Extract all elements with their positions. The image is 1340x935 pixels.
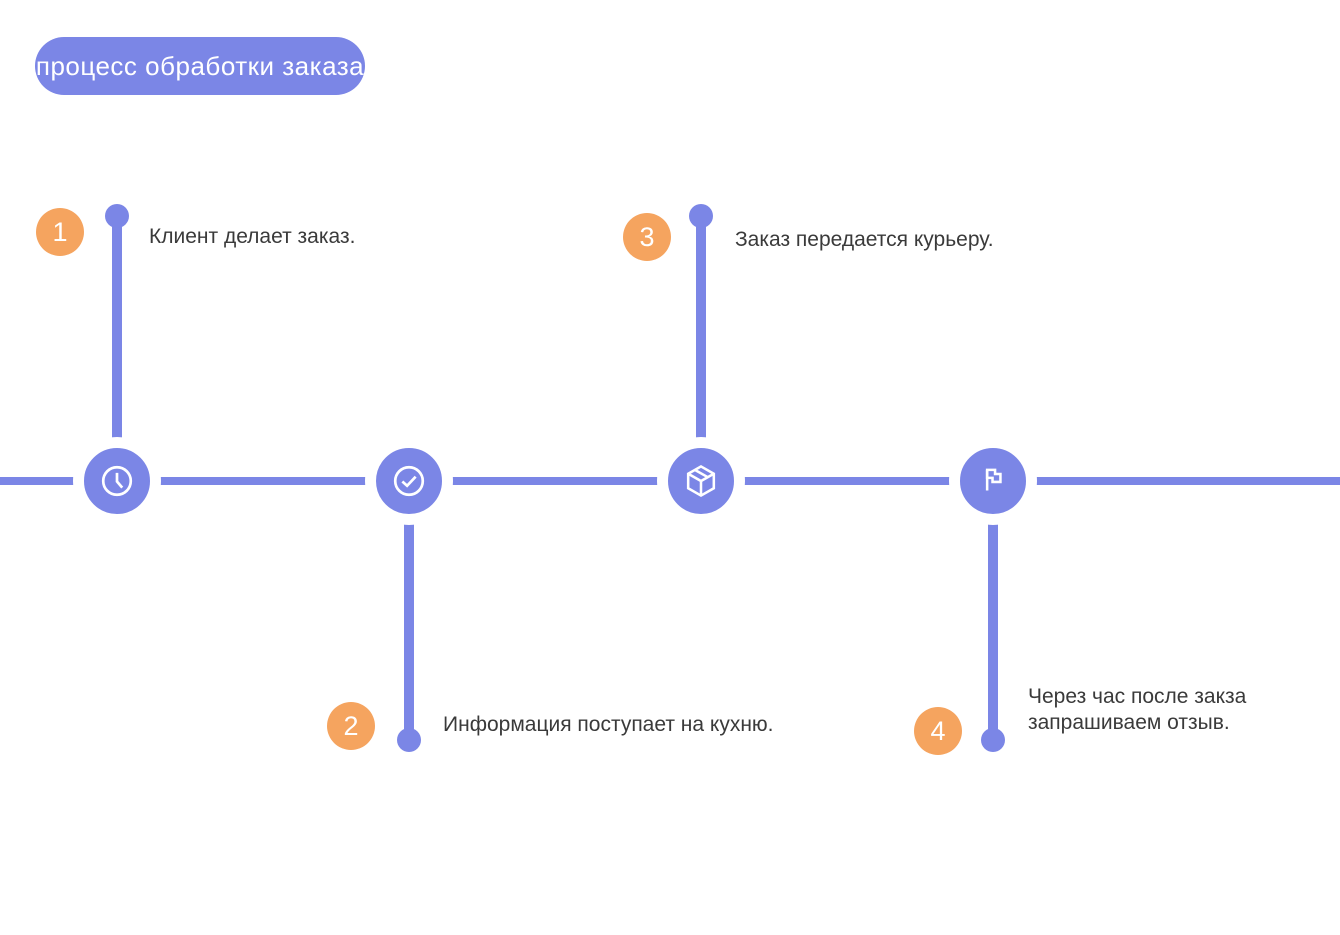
connector-dot-step-2: [397, 728, 421, 752]
timeline-node-step-2: [365, 437, 453, 525]
step-label: Клиент делает заказ.: [149, 225, 356, 248]
step-number-badge: 3: [623, 213, 671, 261]
connector-step-2: [404, 481, 414, 740]
clock-icon: [98, 462, 136, 500]
connector-step-3: [696, 216, 706, 481]
page-title: процесс обработки заказа: [35, 50, 365, 81]
connector-dot-step-4: [981, 728, 1005, 752]
step-number-badge: 2: [327, 702, 375, 750]
step-number: 3: [639, 221, 655, 252]
timeline-node-step-3: [657, 437, 745, 525]
step-label: Через час после закза запрашиваем отзыв.: [1028, 685, 1247, 734]
connector-dot-step-3: [689, 204, 713, 228]
timeline-node-step-4: [949, 437, 1037, 525]
connector-dot-step-1: [105, 204, 129, 228]
check-circle-icon: [390, 462, 428, 500]
step-label: Информация поступает на кухню.: [443, 713, 774, 736]
step-number: 2: [343, 710, 359, 741]
title-pill: процесс обработки заказа: [35, 37, 365, 95]
package-icon: [682, 462, 720, 500]
step-number-badge: 1: [36, 208, 84, 256]
connector-step-4: [988, 481, 998, 740]
step-label: Заказ передается курьеру.: [735, 228, 994, 251]
timeline-node-step-1: [73, 437, 161, 525]
flag-icon: [974, 462, 1012, 500]
connector-step-1: [112, 216, 122, 481]
step-number-badge: 4: [914, 707, 962, 755]
step-number: 4: [930, 715, 946, 746]
step-number: 1: [52, 216, 68, 247]
